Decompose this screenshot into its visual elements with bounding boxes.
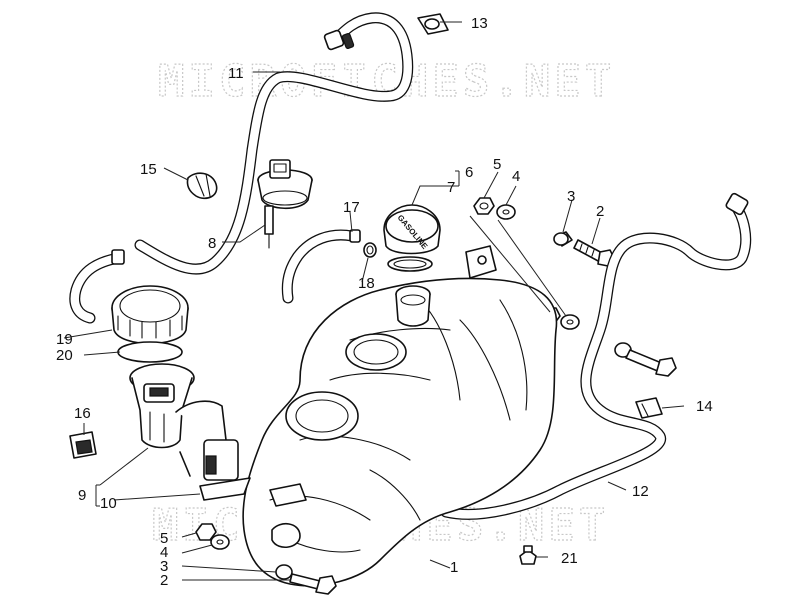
fuel-pump-9: [129, 363, 251, 501]
callout-7: 7: [447, 179, 455, 196]
callout-21: 21: [561, 550, 578, 567]
callouts: 13 11 15 8 17 18 6 7 5 4 3 2 14 12 1 21 …: [56, 15, 713, 589]
callout-4-bottom: 4: [160, 544, 168, 561]
spacer-3-top: [553, 231, 573, 247]
washer-4-top: [496, 204, 516, 220]
leader-lines: [63, 21, 685, 581]
pump-lock-ring-19: [111, 285, 189, 345]
callout-19: 19: [56, 331, 73, 348]
fuel-cap-6: GASOLINE: [383, 204, 441, 272]
callout-1: 1: [450, 559, 458, 576]
callout-2-top: 2: [596, 203, 604, 220]
nut-5-top: [473, 197, 495, 215]
spacer-3-bottom: [275, 564, 293, 580]
bolt-2-mid: [625, 349, 677, 377]
bolt-2-top: [573, 239, 615, 267]
callout-18: 18: [358, 275, 375, 292]
callout-14: 14: [696, 398, 713, 415]
pump-hose: [69, 249, 125, 324]
hose-clamp-15: [186, 172, 218, 200]
bolt-2-bottom: [289, 573, 337, 595]
washer-4-mid: [560, 314, 580, 330]
callout-5-top: 5: [493, 156, 501, 173]
callout-10: 10: [100, 495, 117, 512]
callout-17: 17: [343, 199, 360, 216]
callout-15: 15: [140, 161, 157, 178]
nut-5-bottom: [195, 523, 217, 541]
hose-clip-13: [417, 13, 449, 35]
callout-13: 13: [471, 15, 488, 32]
callout-12: 12: [632, 483, 649, 500]
vent-hose-17: [281, 229, 361, 304]
fuel-level-sender-8: [257, 159, 313, 249]
clip-14: [635, 397, 663, 419]
callout-3-bottom: 3: [160, 558, 168, 575]
washer-4-bottom: [210, 534, 230, 550]
o-ring-18: [363, 242, 377, 258]
callout-8: 8: [208, 235, 216, 252]
fuel-tank-1: [242, 245, 558, 587]
callout-5-bottom: 5: [160, 530, 168, 547]
callout-20: 20: [56, 347, 73, 364]
callout-6: 6: [465, 164, 473, 181]
callout-11: 11: [228, 65, 244, 82]
callout-9: 9: [78, 487, 86, 504]
fuel-hose-12: [440, 192, 752, 520]
callout-3-top: 3: [567, 188, 575, 205]
callout-16: 16: [74, 405, 91, 422]
pump-seal-20: [117, 341, 183, 363]
breather-hose-11: [134, 12, 414, 275]
callout-4-top: 4: [512, 168, 520, 185]
clip-16: [69, 431, 97, 459]
callout-2-bottom: 2: [160, 572, 168, 589]
plug-21: [519, 545, 537, 565]
